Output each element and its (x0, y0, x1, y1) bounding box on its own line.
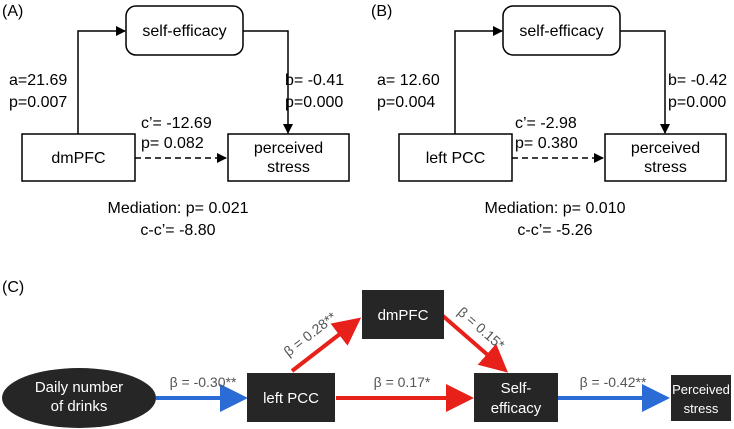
panel-a-mediation: Mediation: p= 0.021 (108, 200, 249, 217)
panel-a-a-p: p=0.007 (9, 94, 67, 111)
node-self-efficacy-label-2: efficacy (491, 400, 542, 417)
panel-b-b-coef: b= -0.42 (668, 72, 727, 89)
panel-b-a-coef: a= 12.60 (377, 72, 440, 89)
panel-a-b-p: p=0.000 (285, 94, 343, 111)
panel-a: (A) self-efficacy dmPFC perceived stress… (2, 3, 350, 239)
node-daily-drinks (2, 368, 156, 428)
panel-c: (C) Daily number of drinks left PCC dmPF… (2, 279, 731, 428)
panel-b-c-coef: c’= -2.98 (515, 115, 577, 132)
panel-b-outcome-box (604, 133, 727, 182)
beta-pcc-dmpfc: β = 0.28** (281, 308, 340, 359)
panel-b-predictor-box (398, 133, 513, 182)
beta-self-stress: β = -0.42** (580, 374, 647, 390)
panel-a-b-path (243, 30, 293, 134)
panel-a-mediator-label: self-efficacy (142, 23, 226, 40)
node-self-efficacy (474, 373, 558, 422)
node-left-pcc-label: left PCC (263, 390, 319, 407)
panel-c-tag: (C) (2, 279, 24, 296)
panel-a-outcome-label-2: stress (267, 159, 310, 176)
panel-a-a-path (77, 26, 126, 134)
node-self-efficacy-label-1: Self- (501, 380, 532, 397)
panel-b-c-p: p= 0.380 (515, 135, 578, 152)
beta-drinks-pcc: β = -0.30** (170, 374, 237, 390)
panel-a-indirect: c-c’= -8.80 (140, 222, 215, 239)
panel-a-outcome-label-1: perceived (254, 140, 323, 157)
panel-a-c-p: p= 0.082 (141, 135, 204, 152)
path-pcc-to-dmpfc (290, 317, 362, 373)
beta-dmpfc-self: β = 0.15* (455, 304, 509, 354)
panel-b-a-p: p=0.004 (377, 94, 435, 111)
panel-b-mediation: Mediation: p= 0.010 (485, 200, 626, 217)
panel-a-b-coef: b= -0.41 (285, 72, 344, 89)
node-perceived-stress-label-1: Perceived (672, 382, 730, 397)
node-perceived-stress (671, 375, 731, 421)
panel-a-predictor-label: dmPFC (51, 150, 105, 167)
panel-b-indirect: c-c’= -5.26 (517, 222, 592, 239)
panel-a-a-coef: a=21.69 (9, 72, 67, 89)
panel-b: (B) self-efficacy left PCC perceived str… (371, 3, 727, 239)
panel-b-a-path (454, 26, 503, 134)
panel-b-predictor-label: left PCC (426, 150, 486, 167)
node-daily-drinks-label-2: of drinks (51, 398, 108, 415)
panel-b-b-path (620, 30, 670, 134)
panel-a-tag: (A) (2, 3, 23, 20)
node-dmpfc-label: dmPFC (378, 307, 429, 324)
panel-b-outcome-label-1: perceived (631, 140, 700, 157)
panel-b-b-p: p=0.000 (668, 94, 726, 111)
node-dmpfc (362, 290, 444, 339)
beta-pcc-self: β = 0.17* (374, 374, 431, 390)
panel-b-tag: (B) (371, 3, 392, 20)
panel-b-mediator-label: self-efficacy (519, 23, 603, 40)
node-daily-drinks-label-1: Daily number (35, 379, 123, 396)
panel-a-c-coef: c’= -12.69 (141, 115, 212, 132)
panel-a-predictor-box (21, 133, 136, 182)
node-left-pcc (247, 373, 335, 422)
panel-b-outcome-label-2: stress (644, 159, 687, 176)
node-perceived-stress-label-2: stress (684, 401, 719, 416)
panel-a-outcome-box (227, 133, 350, 182)
path-dmpfc-to-self (441, 314, 509, 373)
